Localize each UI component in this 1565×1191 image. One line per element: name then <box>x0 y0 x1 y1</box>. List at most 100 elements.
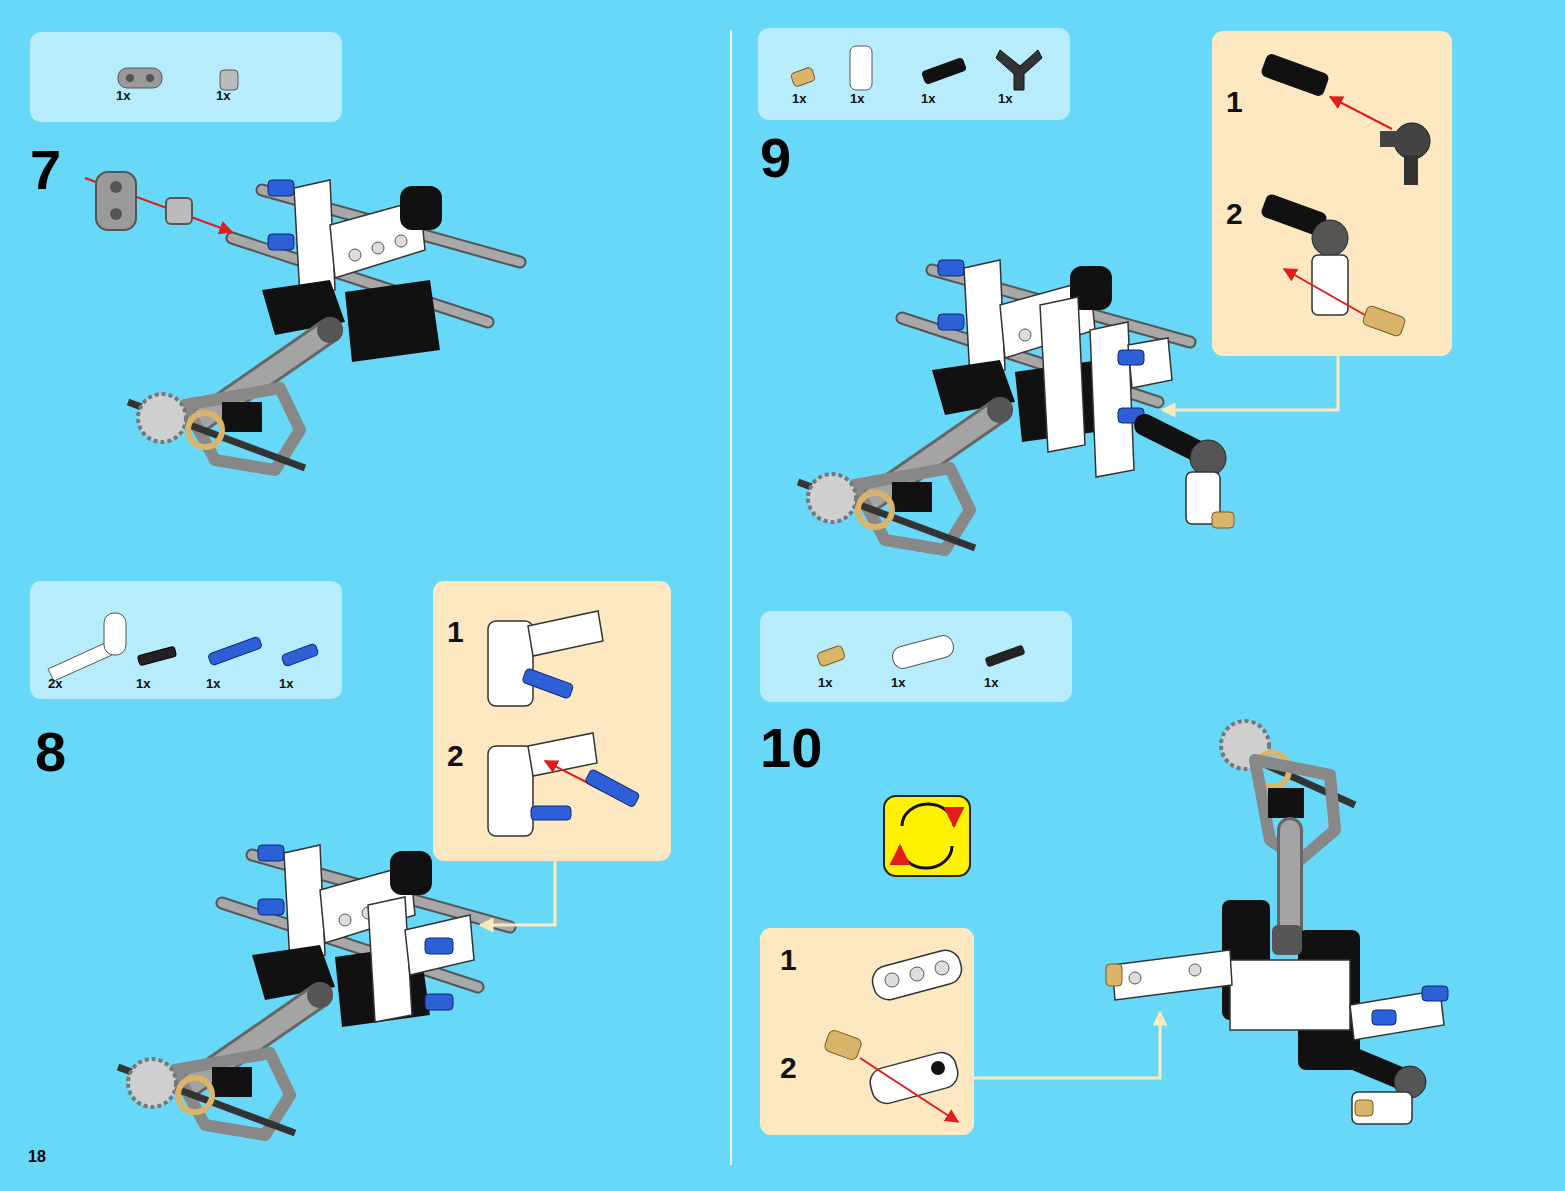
step-8-model <box>118 845 555 1135</box>
callout-illustration-part <box>488 621 533 706</box>
part-icons-part <box>137 646 176 665</box>
step-9-model-part <box>1162 356 1338 410</box>
step-7-model-part <box>96 172 136 230</box>
step-10-model-part <box>1112 950 1232 1000</box>
step-8-model-part <box>368 897 412 1022</box>
step-10-model-part <box>1189 964 1201 976</box>
part-icons-part <box>104 613 126 655</box>
part-icons-part <box>146 74 154 82</box>
step-10-model-part <box>1272 925 1302 955</box>
step-9-model-part <box>1040 297 1085 452</box>
part-icons-part <box>126 74 134 82</box>
callout-illustration-part <box>1330 97 1392 129</box>
part-icons-part <box>850 46 872 90</box>
part-icons-part <box>996 50 1042 90</box>
step-8-model-part <box>405 915 474 975</box>
step-10-model-part <box>1352 1092 1412 1124</box>
parts-list-panel: 1x 1x 1x <box>760 611 1072 702</box>
part-count: 1x <box>818 676 832 689</box>
callout-illustration-part <box>1380 131 1402 147</box>
part-count: 1x <box>921 92 935 105</box>
step-9-model-part <box>1212 512 1234 528</box>
part-count: 1x <box>984 676 998 689</box>
step-9-model-part <box>1190 440 1226 476</box>
step-10-model-part <box>974 1012 1160 1078</box>
part-count: 2x <box>48 677 62 690</box>
substep-callout: 12 <box>433 581 671 861</box>
parts-list-panel: 1x 1x 1x 1x <box>758 28 1070 120</box>
page-number: 18 <box>28 1149 46 1165</box>
step-10-model-part <box>1230 960 1350 1030</box>
step-7-model <box>85 172 520 470</box>
callout-illustration-part <box>1312 220 1348 256</box>
step-10-model-part <box>1106 964 1122 986</box>
callout-illustration-part <box>860 1058 958 1122</box>
step-10-model-part <box>1372 1010 1396 1025</box>
step-10-model-part <box>1129 972 1141 984</box>
part-icons-part <box>890 633 956 670</box>
step-number: 10 <box>760 720 822 776</box>
callout-illustration-part <box>531 806 571 820</box>
callout-illustration-part <box>488 746 533 836</box>
step-8-model-part <box>425 994 453 1010</box>
part-count: 1x <box>891 676 905 689</box>
callout-illustration-part <box>1312 255 1348 315</box>
callout-number: 2 <box>1226 199 1243 229</box>
step-10-model-part <box>1268 788 1304 818</box>
callout-number: 2 <box>780 1053 797 1083</box>
callout-illustration-part <box>1260 52 1330 97</box>
step-8-model-part <box>118 845 510 1135</box>
callout-illustration-part <box>522 668 574 699</box>
step-9-model-part <box>1118 350 1144 365</box>
callout-illustration-part <box>528 611 603 656</box>
step-10-model-part <box>902 804 954 826</box>
step-7-model-part <box>110 208 122 220</box>
substep-callout: 12 <box>760 928 974 1135</box>
part-icons <box>760 611 1072 702</box>
callout-illustration-part <box>869 947 965 1003</box>
callout-illustration-part <box>867 1049 961 1107</box>
parts-list-panel: 2x1x1x1x <box>30 581 342 699</box>
step-7-model-part <box>166 198 192 224</box>
callout-illustration-part <box>1362 305 1406 337</box>
rotate-icon <box>884 796 970 876</box>
callout-illustration-part <box>931 1061 945 1075</box>
callout-number: 1 <box>780 945 797 975</box>
part-icons-part <box>118 68 162 88</box>
step-7-model-part <box>128 180 520 470</box>
step-9-model-part <box>798 260 1190 550</box>
part-icons-part <box>220 70 238 90</box>
callout-illustration-part <box>823 1029 862 1061</box>
callout-illustration <box>1212 31 1452 356</box>
step-number: 9 <box>760 130 791 186</box>
part-icons-part <box>281 643 319 667</box>
step-10-model-part <box>1355 1100 1373 1116</box>
callout-illustration-part <box>1284 269 1372 319</box>
part-count: 1x <box>279 677 293 690</box>
step-10-model-part <box>900 846 952 868</box>
part-count: 1x <box>792 92 806 105</box>
step-number: 7 <box>30 142 61 198</box>
step-10-model-part <box>1277 830 1303 935</box>
callout-illustration-part <box>585 769 641 808</box>
callout-illustration-part <box>910 967 924 981</box>
step-7-model-part <box>110 181 122 193</box>
part-icons-part <box>921 57 967 85</box>
part-icons-part <box>208 636 263 666</box>
part-icons-part <box>816 645 845 667</box>
parts-list-panel: 1x1x <box>30 32 342 122</box>
callout-illustration-part <box>885 973 899 987</box>
part-count: 1x <box>998 92 1012 105</box>
part-count: 1x <box>850 92 864 105</box>
part-icons <box>30 581 342 699</box>
step-10-model-part <box>1280 830 1300 935</box>
step-8-model-part <box>425 938 453 954</box>
part-icons-part <box>984 644 1025 667</box>
step-8-model-part <box>480 861 555 925</box>
callout-illustration-part <box>1404 155 1418 185</box>
substep-callout: 12 <box>1212 31 1452 356</box>
callout-illustration-part <box>935 961 949 975</box>
part-count: 1x <box>206 677 220 690</box>
callout-number: 2 <box>447 741 464 771</box>
part-icons-part <box>790 67 815 88</box>
